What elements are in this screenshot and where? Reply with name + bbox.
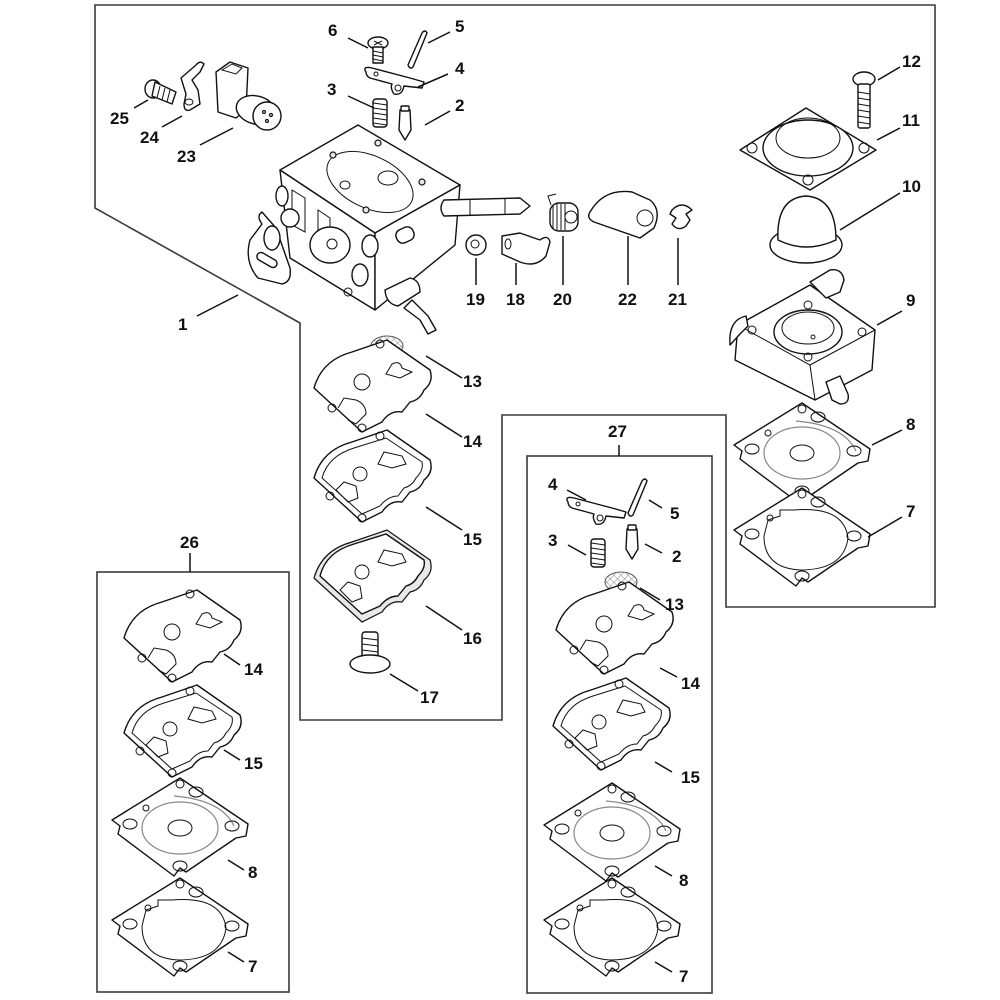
callout-8: 8 [906, 415, 915, 434]
callout-18: 18 [506, 290, 525, 309]
kit27-callout-4: 4 [548, 475, 558, 494]
callout-11: 11 [902, 111, 920, 130]
kit26-callout-15: 15 [244, 754, 263, 773]
carburetor-body [247, 124, 531, 335]
pump-diaphragm-14 [313, 339, 432, 433]
connector-23 [215, 61, 282, 131]
kit27-callout-2: 2 [672, 547, 681, 566]
kit27-gasket-15 [552, 677, 671, 771]
kit27-spring-3 [590, 538, 606, 568]
screw-12 [852, 71, 876, 129]
kit26-callout-7: 7 [248, 957, 257, 976]
kit27-callout-14: 14 [681, 674, 700, 693]
callout-24: 24 [140, 128, 159, 147]
kit27-pump-diaphragm-14 [555, 581, 674, 675]
callout-26: 26 [180, 533, 199, 552]
kit27-callout-8: 8 [679, 871, 688, 890]
choke-lever-22 [587, 190, 658, 239]
callout-12: 12 [902, 52, 921, 71]
callout-2: 2 [455, 96, 464, 115]
kit26-pump-diaphragm-14 [123, 589, 242, 683]
callout-14: 14 [463, 432, 482, 451]
gasket-7 [733, 487, 871, 587]
kit26-gasket-15 [123, 684, 242, 778]
leader-lines [133, 31, 903, 973]
callout-20: 20 [553, 290, 572, 309]
callout-25: 25 [110, 109, 129, 128]
kit27-callout-15: 15 [681, 768, 700, 787]
primer-bulb-10 [769, 195, 843, 264]
kit-26-frame [96, 571, 290, 993]
callout-22: 22 [618, 290, 637, 309]
callout-21: 21 [668, 290, 687, 309]
callout-4: 4 [455, 59, 465, 78]
metering-diaphragm-8 [733, 402, 871, 502]
callout-9: 9 [906, 291, 915, 310]
end-cover-16 [313, 529, 432, 623]
kit26-callout-14: 14 [244, 660, 263, 679]
kit27-metering-diaphragm-8 [543, 782, 681, 882]
torsion-spring-20 [547, 193, 579, 232]
inlet-control-lever-4 [364, 66, 425, 96]
callout-23: 23 [177, 147, 196, 166]
callout-17: 17 [420, 688, 439, 707]
e-clip-21 [669, 204, 693, 230]
spring-3 [372, 98, 388, 128]
kit27-callout-13: 13 [665, 595, 684, 614]
callout-19: 19 [466, 290, 485, 309]
callout-5: 5 [455, 17, 464, 36]
kit27-lever-4 [566, 496, 627, 526]
callout-1: 1 [178, 315, 187, 334]
callout-13: 13 [463, 372, 482, 391]
retainer-plate-11 [739, 107, 877, 191]
kit27-pin-5 [627, 478, 648, 517]
screw-6 [367, 36, 389, 64]
kit26-metering-diaphragm-8 [111, 777, 249, 877]
kit26-callout-8: 8 [248, 863, 257, 882]
contact-spring-24 [180, 61, 205, 112]
pump-housing-9 [729, 269, 876, 405]
inlet-needle-2 [398, 105, 412, 141]
kit27-callout-3: 3 [548, 531, 557, 550]
callout-3: 3 [327, 80, 336, 99]
callout-16: 16 [463, 629, 482, 648]
kit27-callout-5: 5 [670, 504, 679, 523]
kit26-gasket-7 [111, 877, 249, 977]
kit27-callout-7: 7 [679, 967, 688, 986]
callout-7: 7 [906, 502, 915, 521]
pin-5 [407, 30, 428, 69]
callout-27: 27 [608, 422, 627, 441]
screw-25 [144, 79, 177, 105]
screw-17 [349, 631, 391, 674]
kit27-gasket-7 [543, 877, 681, 977]
callout-10: 10 [902, 177, 921, 196]
nut-19 [465, 234, 487, 256]
gasket-15 [313, 429, 432, 523]
main-frame [94, 4, 936, 721]
callout-15: 15 [463, 530, 482, 549]
lever-18 [501, 232, 551, 265]
callout-6: 6 [328, 21, 337, 40]
kit27-needle-2 [625, 524, 639, 560]
